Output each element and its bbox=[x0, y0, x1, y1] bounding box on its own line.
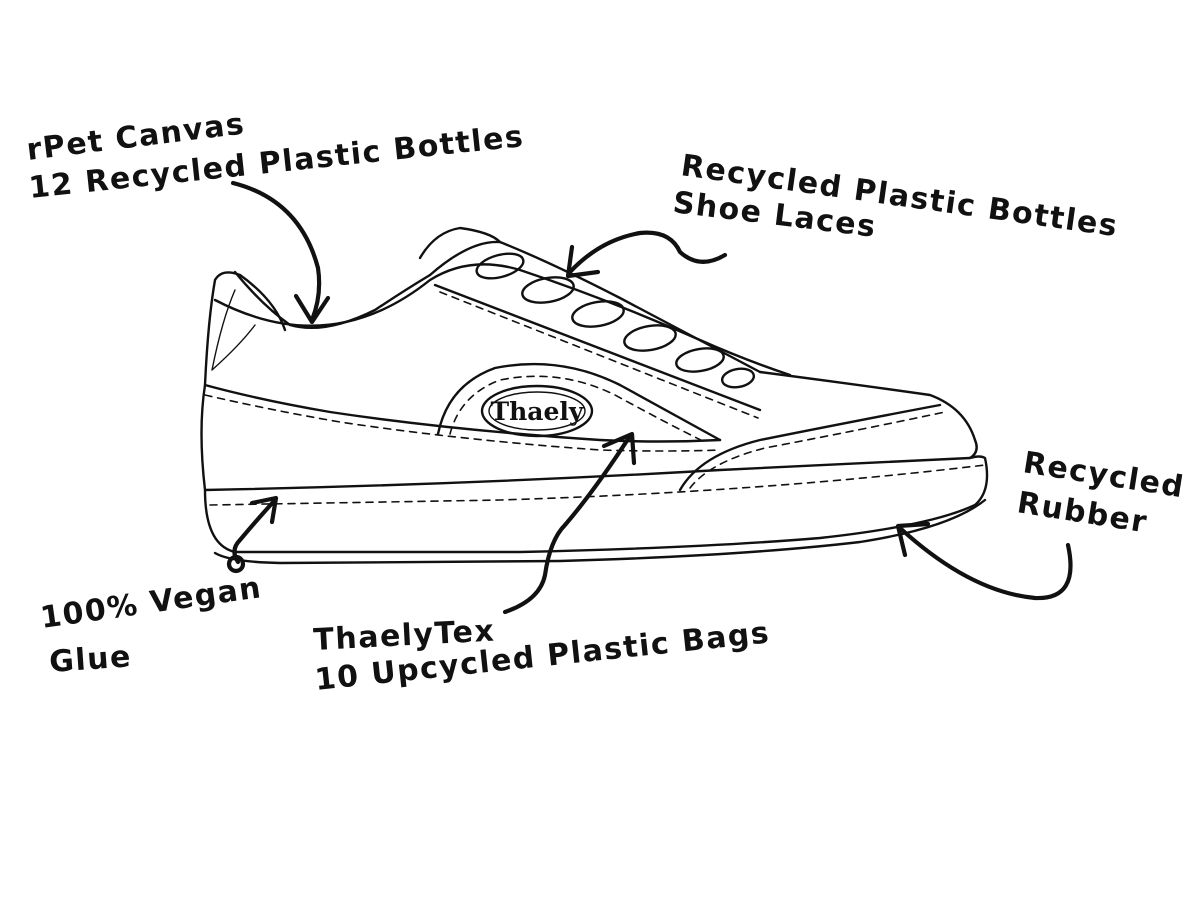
arrow-upper-head bbox=[293, 293, 331, 325]
laces bbox=[475, 252, 756, 389]
heel-collar bbox=[233, 270, 432, 330]
arrow-rubber bbox=[897, 525, 1073, 601]
sole-bottom-edge bbox=[213, 498, 987, 565]
label-glue-line2: Glue bbox=[48, 639, 133, 680]
tongue bbox=[418, 226, 502, 260]
side-band-stitch bbox=[204, 394, 721, 452]
arrow-rubber-head bbox=[895, 521, 931, 558]
vamp bbox=[758, 370, 978, 460]
logo-panel bbox=[436, 362, 722, 442]
toe-cap-stitch bbox=[689, 411, 946, 489]
side-band-top bbox=[203, 383, 722, 443]
arrow-laces bbox=[567, 230, 728, 275]
sole bbox=[203, 455, 989, 554]
eyestay-lower bbox=[433, 283, 762, 412]
brand-logo-text: Thaely bbox=[491, 397, 585, 426]
arrow-laces-head bbox=[565, 244, 601, 279]
callout-labels: rPet Canvas 12 Recycled Plastic Bottles … bbox=[25, 106, 1187, 698]
callout-arrows bbox=[226, 180, 1073, 615]
heel-counter bbox=[200, 271, 287, 492]
upper-quarter bbox=[213, 263, 792, 377]
sole-stitching bbox=[209, 464, 986, 506]
arrow-glue-head bbox=[249, 495, 279, 525]
brand-logo: Thaely bbox=[480, 384, 594, 438]
eyestay-stitch bbox=[439, 291, 759, 419]
arrow-upper bbox=[230, 180, 322, 323]
arrow-panel bbox=[502, 433, 633, 615]
arrow-panel-head bbox=[601, 431, 637, 466]
label-glue-line1: 100% Vegan bbox=[38, 570, 264, 636]
logo-panel-stitch bbox=[449, 375, 706, 443]
sneaker-illustration: Thaely bbox=[200, 226, 989, 565]
toe-cap bbox=[678, 403, 942, 492]
arrow-glue-loop bbox=[226, 554, 246, 574]
heel-inner bbox=[211, 289, 256, 371]
